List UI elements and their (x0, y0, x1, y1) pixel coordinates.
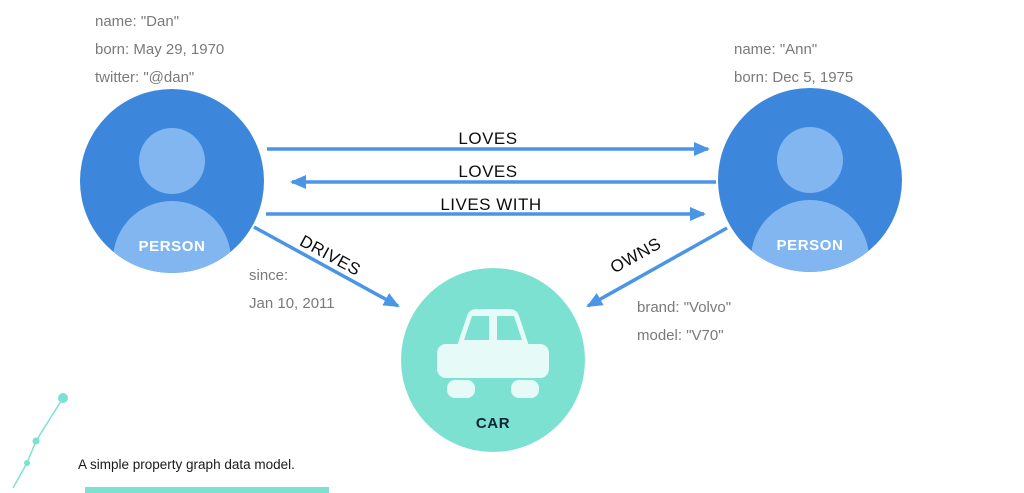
accent-bar (85, 487, 329, 493)
relationship-label-lives-with: LIVES WITH (440, 195, 542, 214)
car-icon (437, 309, 549, 398)
properties-drives: since: Jan 10, 2011 (249, 262, 335, 318)
property-line: name: "Ann" (734, 41, 818, 58)
car-node-label: CAR (475, 415, 511, 432)
property-line: since: (249, 267, 289, 284)
person-icon-body (113, 201, 231, 273)
relationship-label-owns: OWNS (607, 233, 665, 278)
diagram-caption: A simple property graph data model. (78, 457, 295, 472)
property-line: model: "V70" (637, 327, 724, 344)
property-line: brand: "Volvo" (637, 299, 732, 316)
constellation-decoration (12, 393, 68, 489)
property-line: born: Dec 5, 1975 (734, 69, 854, 86)
car-node: CAR (401, 268, 585, 452)
person-node-dan: PERSON (80, 89, 264, 273)
property-line: Jan 10, 2011 (249, 295, 335, 312)
properties-dan: name: "Dan" born: May 29, 1970 twitter: … (95, 8, 224, 92)
person-icon (777, 127, 843, 193)
person-icon-body (751, 200, 869, 272)
person-node-ann: PERSON (718, 88, 902, 272)
property-line: name: "Dan" (95, 13, 180, 30)
person-node-label: PERSON (138, 238, 206, 255)
properties-car: brand: "Volvo" model: "V70" (637, 294, 731, 350)
relationship-label-loves-1: LOVES (458, 129, 518, 148)
relationship-label-loves-2: LOVES (458, 162, 518, 181)
property-line: twitter: "@dan" (95, 69, 195, 86)
person-icon (139, 128, 205, 194)
person-node-label: PERSON (776, 237, 844, 254)
properties-ann: name: "Ann" born: Dec 5, 1975 (734, 36, 853, 92)
property-line: born: May 29, 1970 (95, 41, 225, 58)
